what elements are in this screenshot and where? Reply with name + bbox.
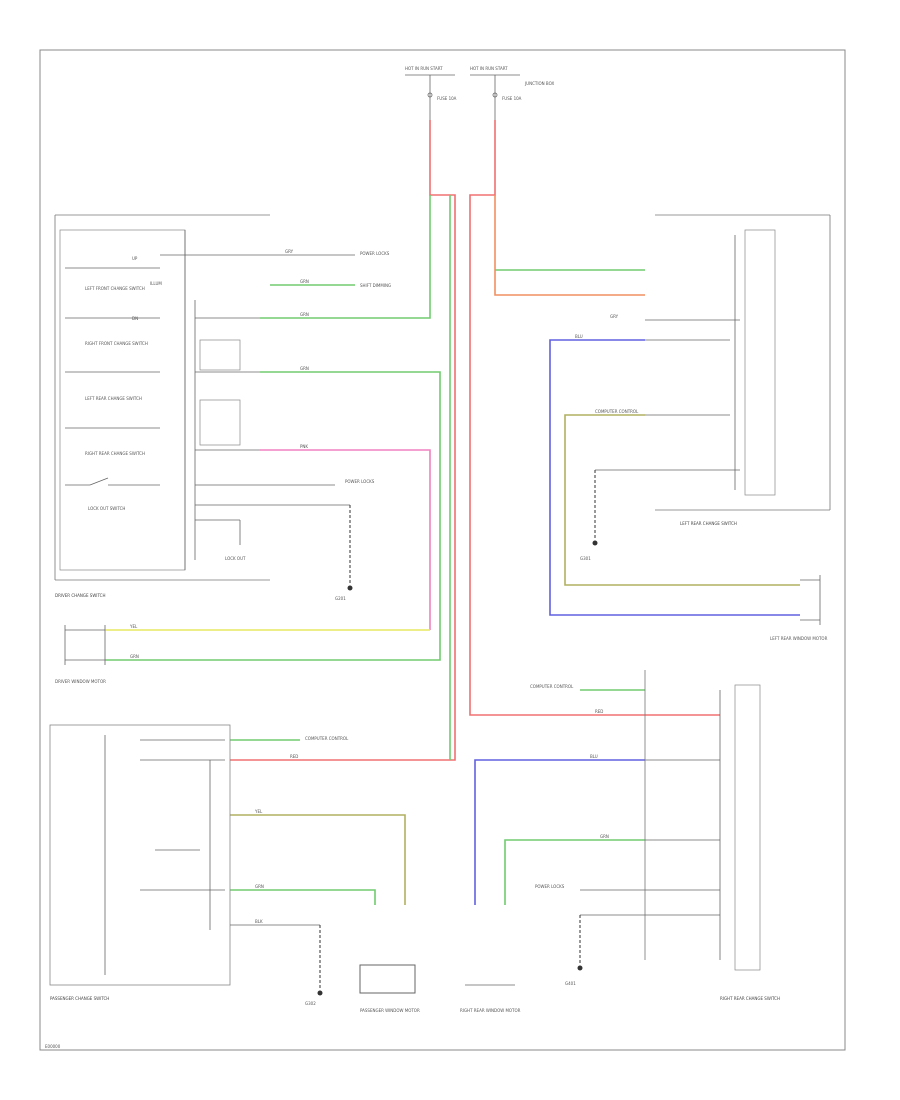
ground-label-3: G302 <box>305 1001 316 1006</box>
ground-label-2: G301 <box>580 556 591 561</box>
power-locks-label-2: POWER LOCKS <box>345 479 375 484</box>
passenger-switch-box: G302 COMPUTER CONTROL YEL GRN BLK PASSEN… <box>49 724 349 1006</box>
wire-grn-label-5: GRN <box>255 884 264 889</box>
driver-window-motor: DRIVER WINDOW MOTOR <box>55 625 106 684</box>
driver-up-label: UP <box>132 256 138 261</box>
wire-grn-label-2: GRN <box>300 312 309 317</box>
fuse-label-1: FUSE 10A <box>437 96 457 101</box>
ground-label-4: G401 <box>565 981 576 986</box>
left-rear-switch-title: LEFT REAR CHANGE SWITCH <box>680 521 737 526</box>
ground-symbol-3 <box>317 990 323 996</box>
wire-yel-label-2: YEL <box>254 809 263 814</box>
fuse-label-2: FUSE 10A <box>502 96 522 101</box>
hot-run-label-1: HOT IN RUN START <box>405 66 443 71</box>
wire-gry-label-2: GRY <box>610 314 619 319</box>
wire-yel-label: YEL <box>129 624 138 629</box>
left-rear-window-motor: LEFT REAR WINDOW MOTOR <box>770 575 828 641</box>
left-rear-switch-box: G301 GRY BLU COMPUTER CONTROL LEFT REAR … <box>575 214 831 561</box>
ground-symbol-4 <box>577 965 583 971</box>
driver-switch-title: DRIVER CHANGE SWITCH <box>55 593 105 598</box>
power-source: HOT IN RUN START HOT IN RUN START FUSE 1… <box>405 66 554 120</box>
ground-symbol-1 <box>347 585 353 591</box>
driver-illum-label: ILLUM <box>150 281 162 286</box>
comp-control-label-3: COMPUTER CONTROL <box>530 684 574 689</box>
driver-rf-switch-label: RIGHT FRONT CHANGE SWITCH <box>85 341 148 346</box>
shift-dimming-label-1: SHIFT DIMMING <box>360 283 391 288</box>
wire-blk-label-1: BLK <box>255 919 263 924</box>
right-rear-window-motor-label: RIGHT REAR WINDOW MOTOR <box>460 1008 521 1013</box>
driver-rr-switch-label: RIGHT REAR CHANGE SWITCH <box>85 451 145 456</box>
wire-blu-label-1: BLU <box>575 334 583 339</box>
wire-pnk-label: PNK <box>300 444 308 449</box>
diagram-frame <box>39 49 846 1051</box>
hot-run-label-2: HOT IN RUN START <box>470 66 508 71</box>
wires <box>105 120 800 905</box>
passenger-window-motor-label: PASSENGER WINDOW MOTOR <box>360 1008 420 1013</box>
right-rear-window-motor: RIGHT REAR WINDOW MOTOR <box>460 984 521 1013</box>
wire-grn-label-1: GRN <box>300 279 309 284</box>
driver-switch-box: LEFT FRONT CHANGE SWITCH RIGHT FRONT CHA… <box>54 214 270 598</box>
wire-red-label-2: RED <box>595 709 603 714</box>
power-locks-label-1: POWER LOCKS <box>360 251 390 256</box>
lockout-label-2: LOCK OUT <box>225 556 246 561</box>
right-rear-switch-box: G401 POWER LOCKS COMPUTER CONTROL BLU GR… <box>530 670 780 1001</box>
right-rear-switch-title: RIGHT REAR CHANGE SWITCH <box>720 996 780 1001</box>
driver-lr-switch-label: LEFT REAR CHANGE SWITCH <box>85 396 142 401</box>
junction-box-label: JUNCTION BOX <box>524 81 554 86</box>
wire-gry-label-1: GRY <box>285 249 294 254</box>
ground-label-1: G201 <box>335 596 346 601</box>
driver-lf-switch-label: LEFT FRONT CHANGE SWITCH <box>85 286 145 291</box>
lockout-switch-label: LOCK OUT SWITCH <box>88 506 125 511</box>
driver-dn-label: DN <box>132 316 138 321</box>
left-rear-window-motor-label: LEFT REAR WINDOW MOTOR <box>770 636 828 641</box>
corner-code: E00000 <box>45 1044 61 1049</box>
driver-window-motor-label: DRIVER WINDOW MOTOR <box>55 679 106 684</box>
passenger-window-motor: PASSENGER WINDOW MOTOR <box>359 964 420 1013</box>
wire-red-label-1: RED <box>290 754 298 759</box>
wire-grn-label-6: GRN <box>600 834 609 839</box>
wire-grn-label-4: GRN <box>130 654 139 659</box>
comp-control-label-2: COMPUTER CONTROL <box>305 736 349 741</box>
comp-control-label-1: COMPUTER CONTROL <box>595 409 639 414</box>
passenger-switch-title: PASSENGER CHANGE SWITCH <box>50 996 109 1001</box>
ground-symbol-2 <box>592 540 598 546</box>
wire-grn-label-3: GRN <box>300 366 309 371</box>
wire-blu-label-2: BLU <box>590 754 598 759</box>
power-locks-label-3: POWER LOCKS <box>535 884 565 889</box>
